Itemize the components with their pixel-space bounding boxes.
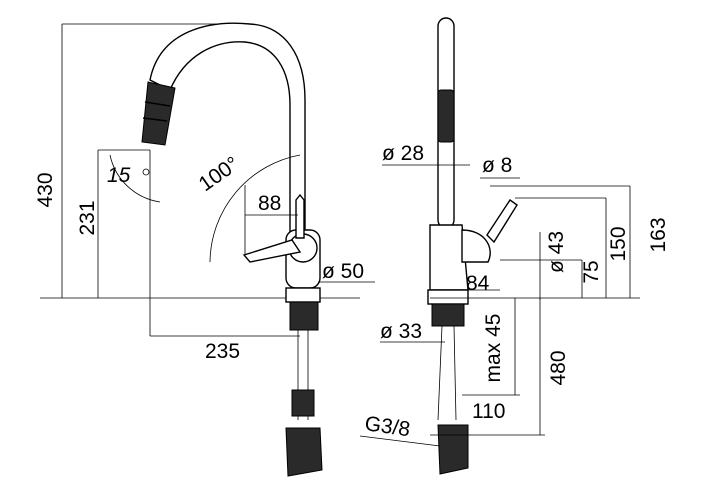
- label-88: 88: [258, 192, 281, 215]
- label-100: 100°: [195, 152, 244, 196]
- side-base: [427, 289, 469, 305]
- label-84: 84: [466, 272, 490, 295]
- label-480: 480: [547, 350, 570, 385]
- dim-line-g38: [359, 435, 441, 447]
- label-28: ø 28: [382, 142, 424, 165]
- side-hose-b: [453, 325, 457, 421]
- swivel-arc: [209, 154, 301, 263]
- label-max45: max 45: [482, 314, 505, 383]
- label-8: ø 8: [482, 154, 512, 177]
- side-spray-head: [437, 89, 455, 143]
- weight: [285, 427, 323, 477]
- tilt-arc: [109, 154, 161, 203]
- side-view: ø 28 ø 8 ø 43 75 150 163 84 ø 33 max 45 …: [359, 17, 670, 475]
- label-163: 163: [647, 217, 670, 252]
- label-235: 235: [205, 340, 240, 363]
- label-43: ø 43: [545, 231, 568, 273]
- label-231: 231: [76, 200, 99, 235]
- side-hose-a: [437, 325, 443, 421]
- base-ring: [285, 287, 321, 303]
- hose-fitting: [291, 389, 315, 417]
- side-lever-base: [461, 229, 491, 263]
- front-view: 430 231 15 100° 88 ø 50 235: [34, 22, 375, 477]
- label-75: 75: [580, 260, 603, 283]
- shank-nut: [289, 301, 319, 331]
- side-lever: [486, 199, 518, 244]
- label-15: 15: [107, 164, 131, 187]
- tilt-center: [142, 168, 150, 176]
- handle-stem: [295, 193, 305, 239]
- spray-head-lines: [142, 101, 171, 122]
- label-110: 110: [472, 400, 505, 423]
- handle-lever: [242, 239, 302, 263]
- label-150: 150: [607, 226, 630, 261]
- spray-head: [141, 81, 176, 146]
- label-33: ø 33: [380, 320, 422, 343]
- label-430: 430: [34, 172, 57, 207]
- label-base-diameter: ø 50: [322, 260, 364, 283]
- side-weight: [437, 424, 469, 475]
- side-shank: [431, 303, 465, 327]
